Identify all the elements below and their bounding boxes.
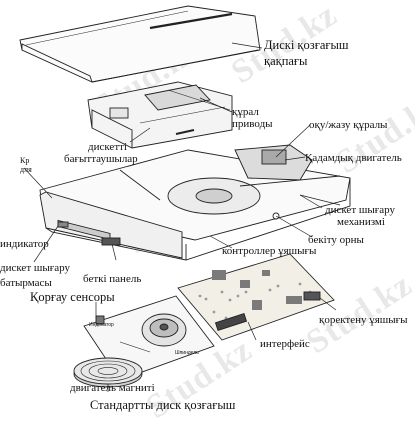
disk-guide-label-line-1: дискетті: [88, 141, 127, 153]
controller-board: [177, 253, 335, 341]
cover-label-line-2: қақпағы: [264, 54, 308, 68]
cover-label: Дискі қозғағыш қақпағы: [264, 38, 349, 68]
small-ru-label-line-1: Кр: [20, 156, 30, 165]
eject-button-label-line-1: дискет шығару: [0, 262, 70, 274]
mount-hole-label: бекіту орны: [308, 234, 364, 246]
disk-drive-exploded-view: [19, 5, 351, 392]
eject-mechanism-label-line-2: механизмі: [337, 216, 385, 228]
eject-button-label: дискет шығару батырмасы: [0, 262, 70, 289]
drive-head-label: құрал приводы: [232, 106, 273, 130]
cover-label-line-1: Дискі қозғағыш: [264, 38, 349, 52]
drive-head-label-line-2: приводы: [232, 118, 273, 130]
motor-magnet-label: двигатель магниті: [70, 382, 155, 394]
eject-mechanism-label: дискет шығару механизмі: [325, 204, 395, 228]
tiny-spindle-label: Шпиндель: [175, 350, 199, 356]
protect-sensor-label: Қорғау сенсоры: [30, 290, 115, 304]
small-ru-label: Кр для: [20, 156, 32, 174]
eject-mechanism-label-line-1: дискет шығару: [325, 204, 395, 216]
drive-cover: [19, 5, 261, 83]
front-panel: [39, 191, 183, 259]
interface-label: интерфейс: [260, 338, 310, 350]
power-socket-label: қоректену ұяшығы: [319, 314, 408, 326]
leader-lines: [23, 42, 337, 392]
front-panel-label: беткі панель: [83, 273, 142, 285]
disk-guide-plate: [87, 81, 233, 149]
controller-socket-label: контроллер ұяшығы: [222, 245, 317, 257]
diagram-caption: Стандартты диск қозғағыш: [90, 398, 236, 412]
motor-magnet: [73, 357, 143, 388]
rw-tool-label: оқу/жазу құралы: [309, 119, 388, 131]
tiny-indicator-label: Индикатор: [89, 322, 114, 328]
disk-guide-label-line-2: бағыттаушылар: [64, 153, 138, 165]
eject-button-label-line-2: батырмасы: [0, 277, 52, 289]
small-ru-label-line-2: для: [20, 165, 32, 174]
disk-guide-label: дискетті бағыттаушылар: [64, 141, 138, 165]
stepper-motor-label: Қадамдық двигатель: [305, 152, 402, 164]
indicator-label: индикатор: [0, 238, 49, 250]
drive-head-label-line-1: құрал: [232, 106, 259, 118]
